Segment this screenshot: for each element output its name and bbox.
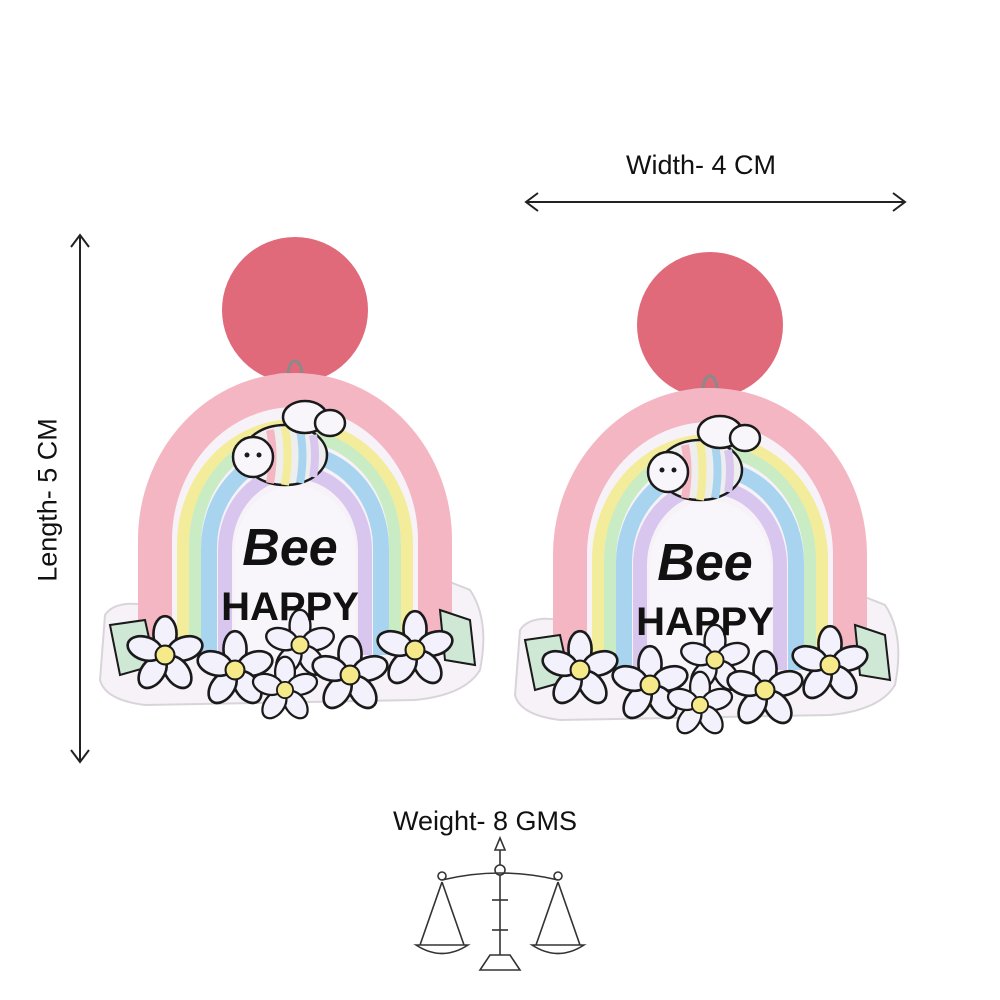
earring-left: Bee HAPPY — [100, 237, 483, 723]
balance-scale-icon — [413, 835, 587, 971]
width-label: Width- 4 CM — [626, 150, 777, 180]
earring-text-happy: HAPPY — [636, 600, 774, 644]
weight-label: Weight- 8 GMS — [393, 806, 578, 836]
earring-text-happy: HAPPY — [221, 585, 359, 629]
arrow-horizontal-icon — [524, 192, 907, 212]
arrow-vertical-icon — [70, 233, 90, 764]
earring-text-bee: Bee — [242, 519, 337, 577]
earring-text-bee: Bee — [657, 534, 752, 592]
length-label: Length- 5 CM — [32, 418, 63, 582]
earring-right: Bee HAPPY — [515, 252, 898, 738]
